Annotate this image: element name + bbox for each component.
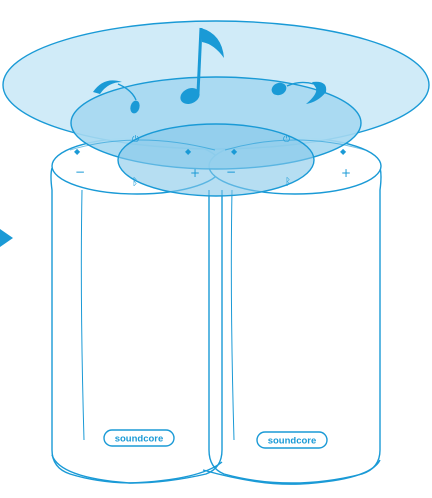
power-icon: ⏻ (283, 134, 290, 145)
play-pause-icon: ◆ (340, 147, 347, 156)
music-note-icon (271, 81, 327, 104)
volume-plus-icon: + (190, 166, 200, 180)
speaker-right-seam (230, 189, 235, 441)
speaker-controls: ⏻ ⏻ ◆ ◆ ◆ ◆ + − ᛒ ᛒ (74, 134, 347, 188)
music-notes (93, 27, 327, 114)
speaker-left-logo-badge (103, 429, 175, 447)
power-icon: ⏻ (132, 134, 139, 145)
play-pause-icon: ◆ (74, 147, 81, 156)
bluetooth-icon: ᛒ (285, 177, 291, 188)
speaker-left-seam (80, 189, 85, 441)
music-note-icon (180, 27, 224, 105)
speaker-right-logo: soundcore (268, 436, 317, 447)
play-arrow-icon (0, 229, 13, 247)
speaker-left-body (50, 167, 223, 484)
volume-minus-icon: − (226, 165, 236, 179)
play-pause-icon: ◆ (185, 147, 192, 156)
music-note-icon (93, 80, 140, 114)
speaker-right-logo-badge (256, 431, 328, 449)
volume-plus-icon: + (341, 166, 351, 180)
speaker-right-base (202, 459, 381, 485)
sound-wave-rings (2, 20, 430, 197)
play-pause-icon: ◆ (231, 147, 238, 156)
bluetooth-icon: ᛒ (132, 177, 138, 188)
speaker-left-base (51, 454, 223, 484)
volume-minus-icon: − (75, 165, 85, 179)
speaker-left-logo: soundcore (115, 434, 164, 445)
